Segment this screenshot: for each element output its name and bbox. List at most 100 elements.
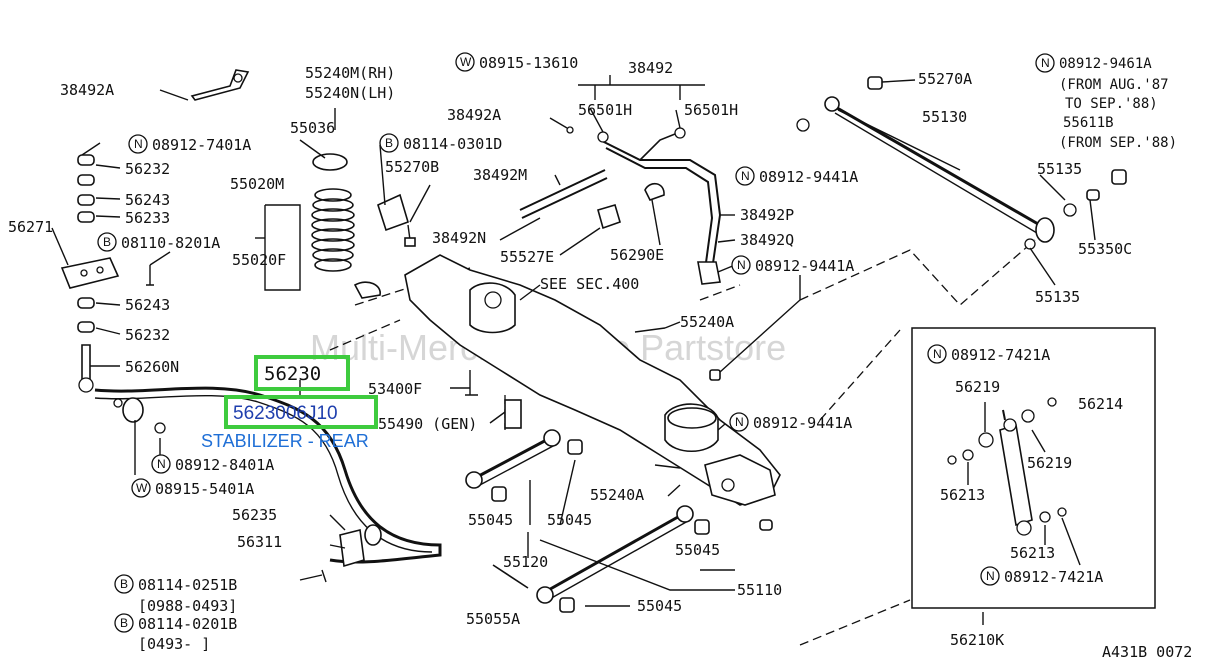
svg-text:N: N: [157, 457, 166, 471]
label-55055A[interactable]: 55055A: [466, 610, 520, 628]
label-08912-7401A[interactable]: 08912-7401A: [152, 136, 251, 154]
label-56501H-a[interactable]: 56501H: [578, 101, 632, 119]
label-to-sep-88: TO SEP.'88): [1065, 96, 1158, 112]
svg-text:W: W: [460, 55, 472, 69]
label-56501H-b[interactable]: 56501H: [684, 101, 738, 119]
label-56235[interactable]: 56235: [232, 506, 277, 524]
b-circle-icon: [114, 574, 134, 594]
label-55240A-b[interactable]: 55240A: [590, 486, 644, 504]
svg-text:B: B: [120, 577, 128, 591]
label-08114-0201B[interactable]: 08114-0201B: [138, 615, 237, 633]
label-08114-0251B[interactable]: 08114-0251B: [138, 576, 237, 594]
label-55045-d[interactable]: 55045: [637, 597, 682, 615]
label-55611B[interactable]: 55611B: [1063, 115, 1114, 131]
highlight-part[interactable]: 56230 5623006J10 STABILIZER - REAR: [201, 355, 378, 451]
label-08912-9441A-a[interactable]: 08912-9441A: [755, 257, 854, 275]
label-56243-b[interactable]: 56243: [125, 296, 170, 314]
label-53400F[interactable]: 53400F: [368, 380, 422, 398]
label-08912-9441A-c[interactable]: 08912-9441A: [759, 168, 858, 186]
label-55240M[interactable]: 55240M(RH): [305, 64, 395, 82]
w-circle-icon: [455, 52, 475, 72]
svg-text:W: W: [136, 481, 148, 495]
n-circle-icon: [128, 134, 148, 154]
label-38492-top[interactable]: 38492: [628, 59, 673, 77]
label-56260N[interactable]: 56260N: [125, 358, 179, 376]
n-circle-icon: [151, 454, 171, 474]
label-55020M[interactable]: 55020M: [230, 175, 284, 193]
label-55130[interactable]: 55130: [922, 108, 967, 126]
label-38492A-mid[interactable]: 38492A: [447, 106, 501, 124]
label-56214[interactable]: 56214: [1078, 395, 1123, 413]
label-55240A-a[interactable]: 55240A: [680, 313, 734, 331]
label-from-sep-88: (FROM SEP.'88): [1059, 135, 1177, 151]
shock-absorber-box: [911, 327, 1156, 625]
label-56290E[interactable]: 56290E: [610, 246, 664, 264]
label-55350C[interactable]: 55350C: [1078, 240, 1132, 258]
label-55110[interactable]: 55110: [737, 581, 782, 599]
svg-text:N: N: [933, 347, 942, 361]
highlighted-oem-number[interactable]: 5623006J10: [233, 403, 338, 424]
label-56210K[interactable]: 56210K: [950, 631, 1004, 649]
label-55270A[interactable]: 55270A: [918, 70, 972, 88]
label-08912-8401A[interactable]: 08912-8401A: [175, 456, 274, 474]
label-55240N[interactable]: 55240N(LH): [305, 84, 395, 102]
label-55020F[interactable]: 55020F: [232, 251, 286, 269]
label-55120[interactable]: 55120: [503, 553, 548, 571]
label-56311[interactable]: 56311: [237, 533, 282, 551]
label-56232-b[interactable]: 56232: [125, 326, 170, 344]
label-56243-a[interactable]: 56243: [125, 191, 170, 209]
highlight-box-part-no: [254, 355, 350, 391]
label-56219-b[interactable]: 56219: [1027, 454, 1072, 472]
label-08912-9461A[interactable]: 08912-9461A: [1059, 56, 1152, 72]
label-55045-b[interactable]: 55045: [547, 511, 592, 529]
label-08110-8201A[interactable]: 08110-8201A: [121, 234, 220, 252]
label-date-0493: [0493- ]: [138, 635, 210, 653]
label-56213-b[interactable]: 56213: [1010, 544, 1055, 562]
leader-lines: [51, 75, 1096, 607]
label-date-0988-0493: [0988-0493]: [138, 597, 237, 615]
label-08912-7421A-a[interactable]: 08912-7421A: [951, 346, 1050, 364]
svg-text:N: N: [1041, 56, 1050, 70]
label-55527E[interactable]: 55527E: [500, 248, 554, 266]
label-see-sec-400[interactable]: SEE SEC.400: [540, 275, 639, 293]
label-08912-9441A-b[interactable]: 08912-9441A: [753, 414, 852, 432]
rear-axle-housing: [404, 254, 781, 506]
n-circle-icon: [1035, 53, 1055, 73]
label-55135-a[interactable]: 55135: [1037, 160, 1082, 178]
label-08912-7421A-b[interactable]: 08912-7421A: [1004, 568, 1103, 586]
label-08915-5401A[interactable]: 08915-5401A: [155, 480, 254, 498]
label-38492P[interactable]: 38492P: [740, 206, 794, 224]
label-38492Q[interactable]: 38492Q: [740, 231, 794, 249]
label-38492A-top[interactable]: 38492A: [60, 81, 114, 99]
n-circle-icon: [927, 344, 947, 364]
label-55135-b[interactable]: 55135: [1035, 288, 1080, 306]
label-56233[interactable]: 56233: [125, 209, 170, 227]
label-56213-a[interactable]: 56213: [940, 486, 985, 504]
label-38492N[interactable]: 38492N: [432, 229, 486, 247]
label-from-aug-87: (FROM AUG.'87: [1059, 77, 1169, 93]
stabilizer-group: [60, 69, 442, 583]
svg-text:B: B: [103, 235, 111, 249]
label-55045-a[interactable]: 55045: [468, 511, 513, 529]
label-08915-13610[interactable]: 08915-13610: [479, 54, 578, 72]
label-56219-a[interactable]: 56219: [955, 378, 1000, 396]
label-55045-c[interactable]: 55045: [675, 541, 720, 559]
svg-text:N: N: [134, 137, 143, 151]
svg-text:B: B: [120, 616, 128, 630]
label-55036[interactable]: 55036: [290, 119, 335, 137]
link-arms-group: [465, 327, 773, 613]
svg-text:B: B: [385, 136, 393, 150]
diagram-reference-code: A431B 0072: [1102, 643, 1192, 661]
highlighted-part-number[interactable]: 56230: [264, 363, 321, 385]
label-56271[interactable]: 56271: [8, 218, 53, 236]
label-38492M[interactable]: 38492M: [473, 166, 527, 184]
label-08114-0301D[interactable]: 08114-0301D: [403, 135, 502, 153]
b-circle-icon: [379, 133, 399, 153]
lateral-rod-group: [796, 76, 1127, 250]
svg-text:N: N: [986, 569, 995, 583]
label-55270B[interactable]: 55270B: [385, 158, 439, 176]
label-55490[interactable]: 55490 (GEN): [378, 415, 477, 433]
label-56232-a[interactable]: 56232: [125, 160, 170, 178]
